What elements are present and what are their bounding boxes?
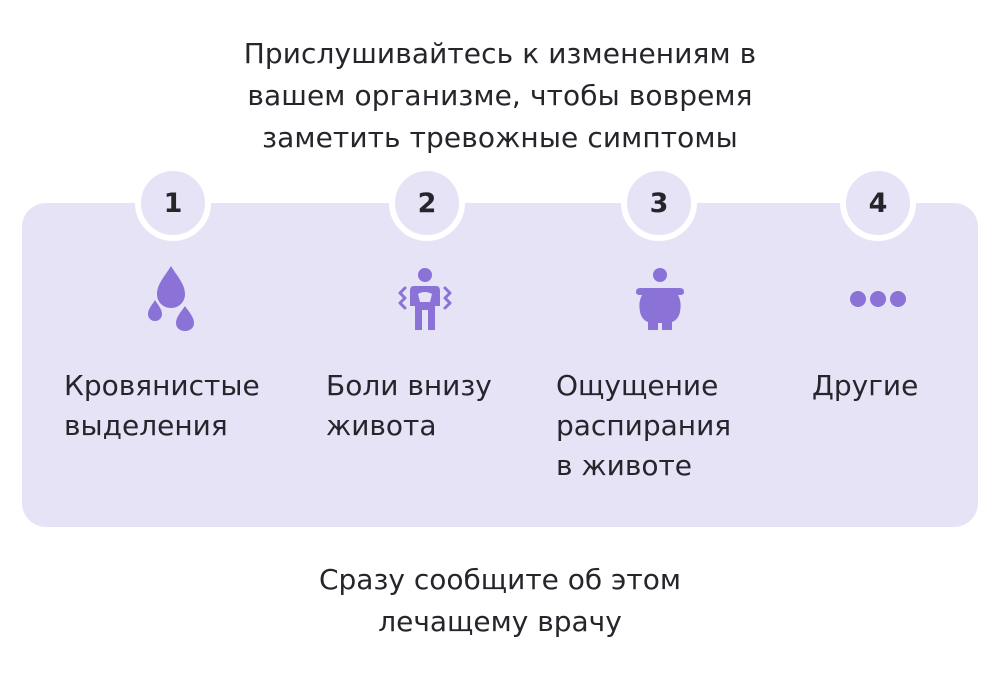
footer-line-2: лечащему врачу: [378, 605, 622, 638]
headline-line-2: вашем организме, чтобы вовремя: [247, 79, 753, 112]
headline-line-3: заметить тревожные симптомы: [262, 121, 738, 154]
blood-drops-icon: [143, 264, 199, 332]
more-dots-icon: [848, 288, 908, 310]
step-2-badge: 2: [389, 165, 465, 241]
step-2-label: Боли внизу живота: [326, 369, 492, 442]
bloated-body-icon: [632, 266, 688, 332]
headline-line-1: Прислушивайтесь к изменениям в: [243, 37, 757, 70]
symptoms-panel: [22, 203, 978, 527]
headline: Прислушивайтесь к изменениям в вашем орг…: [150, 33, 850, 159]
step-1-label: Кровянистые выделения: [64, 369, 260, 442]
step-4-badge: 4: [840, 165, 916, 241]
step-4-label: Другие: [812, 369, 919, 402]
step-3-badge: 3: [621, 165, 697, 241]
footer-note: Сразу сообщите об этом лечащему врачу: [200, 559, 800, 643]
step-3-label: Ощущение распирания в животе: [556, 369, 732, 482]
step-1-badge: 1: [135, 165, 211, 241]
abdominal-pain-icon: [397, 266, 453, 332]
footer-line-1: Сразу сообщите об этом: [318, 563, 681, 596]
